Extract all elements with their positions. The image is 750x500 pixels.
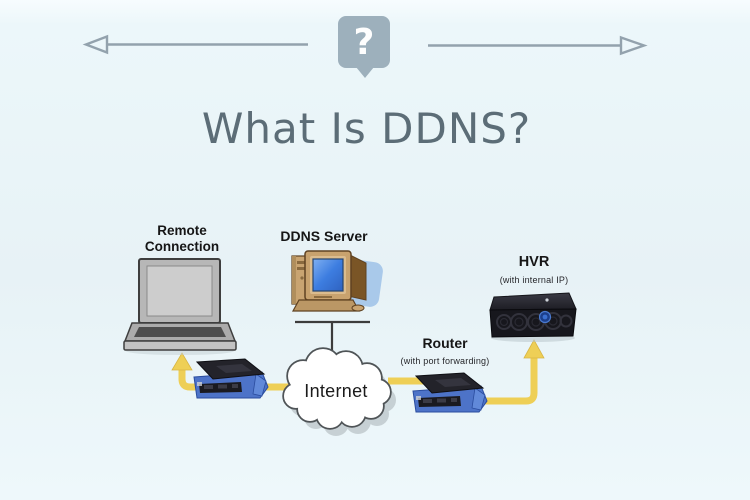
router-sublabel: (with port forwarding): [400, 356, 490, 366]
question-mark-icon: ?: [338, 16, 390, 68]
laptop-icon: [123, 258, 237, 355]
router-label: Router: [422, 335, 468, 351]
page-title: What Is DDNS?: [201, 104, 532, 153]
hvr-device-icon: [489, 292, 577, 342]
arrowhead-up-icon: [171, 352, 193, 371]
arrowhead-up-icon: [523, 339, 545, 359]
header-left-arrow-icon: [82, 34, 308, 55]
desktop-server-icon: [291, 250, 383, 312]
internet-label: Internet: [304, 381, 368, 401]
header-right-arrow-icon: [428, 35, 648, 56]
question-mark-bubble-tail: [356, 67, 374, 78]
right-router-icon: [412, 372, 488, 413]
ddns-server-label: DDNS Server: [280, 228, 368, 244]
hvr-sublabel: (with internal IP): [499, 275, 569, 285]
connector-remote-arrow: [171, 352, 292, 391]
hvr-label: HVR: [518, 254, 550, 270]
left-router-icon: [193, 358, 269, 399]
remote-connection-label: Remote Connection: [144, 223, 220, 255]
internet-cloud-icon: [282, 347, 396, 436]
connector-hvr-arrow: [462, 339, 545, 405]
